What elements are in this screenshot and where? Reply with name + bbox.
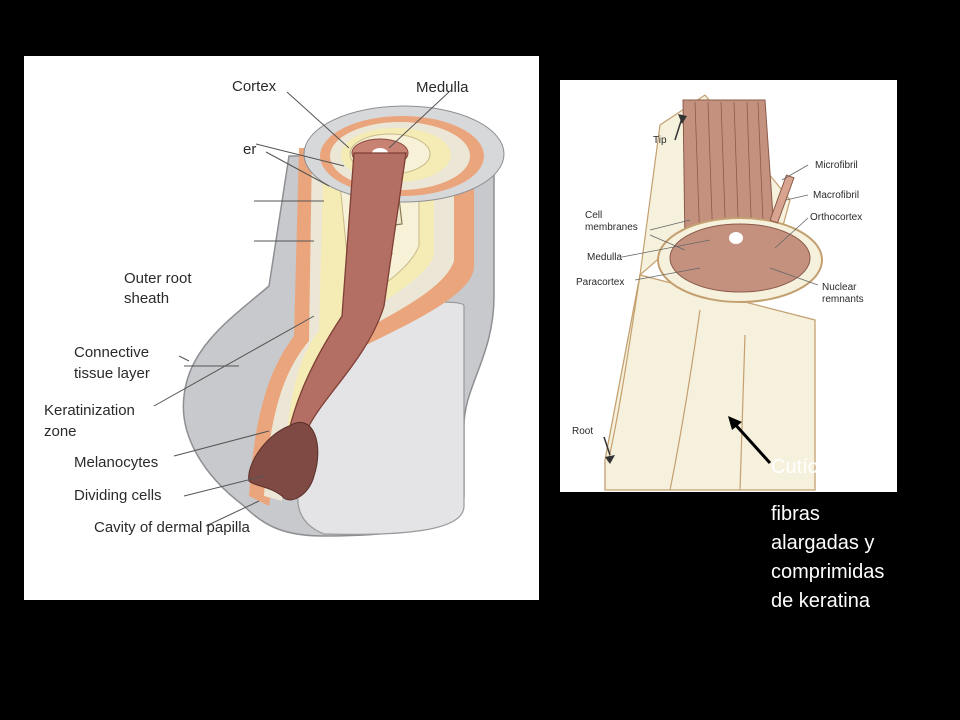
hair-fiber-diagram-panel: Tip Microfibril Macrofibril Orthocortex …: [560, 80, 897, 492]
label-outer-root-sheath-line2: sheath: [124, 290, 169, 307]
label-layer-partial: er: [243, 141, 256, 158]
leader-lines: [153, 91, 450, 527]
caption-line: alargadas y: [771, 532, 875, 554]
cover-box-bottom: [44, 554, 264, 584]
cuticle-callout-arrow: [731, 420, 772, 465]
label-cortex: Cortex: [232, 78, 277, 95]
label-macrofibril: Macrofibril: [813, 190, 859, 201]
cross-section-medulla: [729, 232, 743, 244]
label-keratinization-line1: Keratinization: [44, 402, 135, 419]
label-connective-line1: Connective: [74, 344, 149, 361]
label-nuclear-remnants-line1: Nuclear: [822, 282, 857, 293]
caption-line: comprimidas: [771, 561, 885, 583]
cuticle-callout-arrowhead: [728, 416, 742, 430]
hair-follicle-diagram: Cortex Medulla er Outer root sheath Conn…: [24, 78, 505, 584]
label-root: Root: [572, 426, 593, 437]
label-keratinization-line2: zone: [44, 423, 77, 440]
caption-line: de keratina: [771, 590, 870, 612]
right-leader-lines: [621, 164, 819, 286]
cuticle-scale-lines: [607, 274, 746, 491]
label-paracortex: Paracortex: [576, 277, 624, 288]
label-orthocortex: Orthocortex: [810, 212, 862, 223]
caption-line: fibras: [771, 503, 820, 525]
cuticle-cylinder-shape: [604, 274, 816, 491]
label-microfibril: Microfibril: [815, 160, 858, 171]
cover-box-top: [24, 96, 242, 246]
hair-fiber-diagram: Tip Microfibril Macrofibril Orthocortex …: [572, 94, 864, 491]
root-arrowhead: [605, 455, 615, 464]
cuticle-caption-body: fibras alargadas y comprimidas de kerati…: [771, 500, 951, 616]
label-medulla: Medulla: [587, 252, 622, 263]
label-outer-root-sheath-line1: Outer root: [124, 270, 192, 287]
label-medulla: Medulla: [416, 79, 469, 96]
label-connective-line2: tissue layer: [74, 365, 150, 382]
label-melanocytes: Melanocytes: [74, 454, 158, 471]
label-dividing-cells: Dividing cells: [74, 487, 162, 504]
macrofibril-strand: [769, 174, 795, 224]
label-nuclear-remnants-line2: remnants: [822, 294, 864, 305]
tip-arrow: [674, 117, 683, 141]
label-tip: Tip: [653, 135, 667, 146]
hair-follicle-diagram-panel: Cortex Medulla er Outer root sheath Conn…: [24, 56, 539, 600]
dermal-papilla-shape: [248, 422, 319, 501]
label-cell-membranes-line1: Cell: [585, 210, 602, 221]
cover-box-mid: [24, 246, 229, 266]
root-arrow: [603, 436, 611, 456]
label-cavity: Cavity of dermal papilla: [94, 519, 251, 536]
label-cell-membranes-line2: membranes: [585, 222, 638, 233]
tip-arrowhead: [678, 114, 687, 124]
cuticle-caption-title: Cutícula:: [771, 456, 850, 478]
